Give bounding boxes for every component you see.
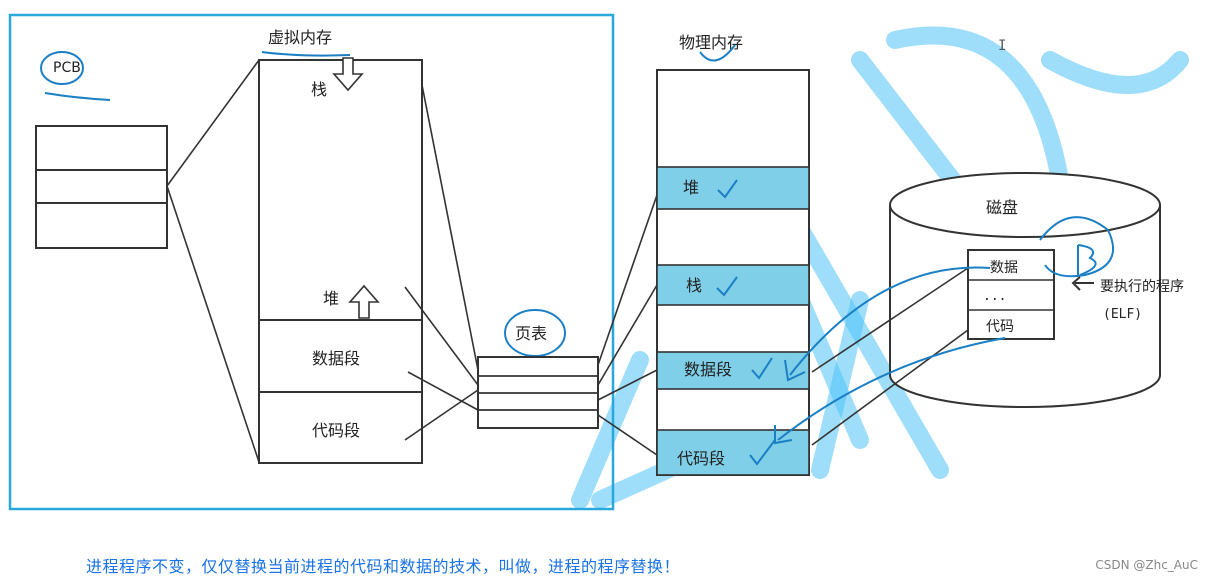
page-table-label: 页表 (515, 324, 547, 343)
elf-file-box (967, 249, 1055, 340)
disk-to-pm-lines (811, 267, 969, 446)
virtual-code-segment-label: 代码段 (312, 421, 360, 440)
virtual-heap-label: 堆 (323, 289, 339, 308)
physical-title-underline (699, 44, 736, 62)
check-icon (716, 276, 738, 297)
physical-code-block (656, 429, 810, 476)
virtual-stack-label: 栈 (311, 80, 327, 99)
physical-heap-label: 堆 (683, 178, 699, 197)
disk: 磁盘 数据 ... 代码 要执行的程序 (ELF) (889, 172, 1184, 408)
disk-title: 磁盘 (986, 198, 1018, 217)
elf-circle-annotation (1039, 216, 1114, 278)
virtual-memory-title-underline (261, 51, 351, 57)
disk-top (889, 172, 1161, 238)
physical-data-block (656, 351, 810, 390)
check-marks (716, 179, 776, 466)
blue-load-arrows (774, 266, 1006, 445)
check-icon (749, 439, 776, 466)
physical-heap-block (656, 166, 810, 210)
physical-code-label: 代码段 (677, 449, 725, 468)
caption-text: 进程程序不变，仅仅替换当前进程的代码和数据的技术，叫做，进程的程序替换！ (86, 557, 681, 576)
arrow-head-icon (774, 425, 793, 445)
elf-b-annotation (1077, 244, 1097, 276)
check-icon (717, 179, 738, 199)
disk-data-label: 数据 (990, 260, 1018, 276)
physical-stack-label: 栈 (686, 276, 702, 295)
virtual-data-segment-label: 数据段 (312, 349, 360, 368)
pcb-block: PCB (35, 51, 168, 249)
up-arrow-icon (348, 284, 380, 319)
check-icon (751, 357, 773, 380)
physical-memory-title: 物理内存 (679, 33, 743, 52)
vm-to-pagetable-lines (404, 84, 479, 441)
physical-memory: 物理内存 堆 栈 数据段 代码段 (656, 33, 810, 476)
physical-stack-block (656, 264, 810, 306)
text-cursor-icon: I (998, 38, 1006, 54)
pagetable-to-pm-lines (597, 194, 658, 456)
pcb-underline (44, 92, 111, 101)
pcb-circle-annotation (40, 51, 84, 85)
page-table: 页表 (477, 309, 599, 429)
pcb-box (35, 125, 168, 249)
credit-text: CSDN @Zhc_AuC (1095, 558, 1198, 572)
disk-format-label: (ELF) (1103, 307, 1142, 322)
pcb-label: PCB (53, 60, 81, 76)
pointer-arrow-icon (1071, 276, 1094, 291)
down-arrow-icon (332, 57, 364, 92)
virtual-memory: 虚拟内存 栈 堆 数据段 代码段 (258, 28, 423, 464)
virtual-memory-box (258, 59, 423, 464)
data-load-arrow (789, 266, 991, 376)
arrow-head-icon (784, 359, 806, 382)
code-load-arrow (777, 337, 1006, 441)
disk-code-label: 代码 (986, 319, 1014, 335)
physical-data-label: 数据段 (684, 360, 732, 379)
disk-ellipsis-label: ... (983, 289, 1006, 304)
disk-annotation-label: 要执行的程序 (1100, 279, 1184, 295)
process-frame (8, 13, 615, 511)
virtual-memory-title: 虚拟内存 (268, 28, 332, 47)
